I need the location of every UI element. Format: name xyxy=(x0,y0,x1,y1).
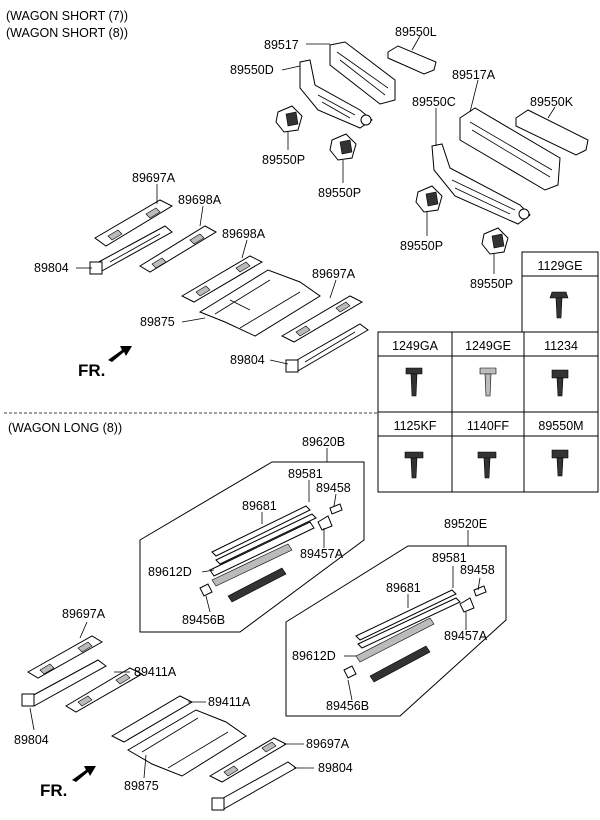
bolt-11234-icon xyxy=(551,369,569,397)
bolt-label-11234: 11234 xyxy=(544,339,578,353)
kit-89520E-parts xyxy=(343,585,487,683)
bracket-89517 xyxy=(299,41,396,129)
bolt-label-1249GA: 1249GA xyxy=(392,339,439,353)
label-89456B-1: 89456B xyxy=(182,613,225,627)
fr-label-bottom: FR. xyxy=(40,781,67,800)
label-89456B-2: 89456B xyxy=(326,699,369,713)
rail-89697A-a xyxy=(94,199,174,247)
bolt-89550M-icon xyxy=(551,449,569,477)
section-wagon-long-8: (WAGON LONG (8)) xyxy=(8,421,122,435)
label-89520E: 89520E xyxy=(444,517,487,531)
bolt-1125KF-icon xyxy=(404,451,424,479)
label-89804-4: 89804 xyxy=(318,761,353,775)
clip-89550P-a xyxy=(275,105,303,133)
label-89875-1: 89875 xyxy=(140,315,175,329)
label-89697A-2: 89697A xyxy=(312,267,356,281)
label-89550L: 89550L xyxy=(395,25,437,39)
kit-89620B-parts xyxy=(199,503,343,603)
label-89550D: 89550D xyxy=(230,63,274,77)
label-89550P-2: 89550P xyxy=(318,186,361,200)
rail-89698A-a xyxy=(139,225,218,273)
bolt-table xyxy=(377,251,599,493)
label-89612D-1: 89612D xyxy=(148,565,192,579)
label-89458-2: 89458 xyxy=(460,563,495,577)
label-89411A-1: 89411A xyxy=(134,665,177,679)
clip-89550P-c xyxy=(415,185,443,213)
label-89550C: 89550C xyxy=(412,95,456,109)
clip-89550P-b xyxy=(329,133,357,161)
top-leaders xyxy=(281,35,556,274)
bolt-1249GA-icon xyxy=(405,367,423,397)
label-89550K: 89550K xyxy=(530,95,574,109)
cover-89550K xyxy=(515,109,589,156)
bolt-label-1125KF: 1125KF xyxy=(394,419,437,433)
bolt-label-89550M: 89550M xyxy=(538,419,583,433)
rail-89804-a xyxy=(89,225,173,275)
label-89458-1: 89458 xyxy=(316,481,351,495)
bolt-1129GE-icon xyxy=(549,291,569,319)
rail-89697A-b xyxy=(280,295,364,343)
bolt-label-1129GE: 1129GE xyxy=(538,259,583,273)
bolt-1140FF-icon xyxy=(477,451,497,479)
label-89681-1: 89681 xyxy=(242,499,277,513)
label-89581-1: 89581 xyxy=(288,467,323,481)
label-89698A-1: 89698A xyxy=(178,193,222,207)
fr-arrow-top-icon xyxy=(108,346,132,362)
bottom-rails xyxy=(21,635,297,811)
rail-89804-b xyxy=(285,323,369,373)
section-wagon-short-7: (WAGON SHORT (7)) xyxy=(6,9,128,23)
label-89457A-2: 89457A xyxy=(444,629,488,643)
label-89550P-3: 89550P xyxy=(400,239,443,253)
label-89681-2: 89681 xyxy=(386,581,421,595)
rail-89698A-b xyxy=(180,255,264,303)
kit-box-89620B xyxy=(139,461,365,633)
bolt-label-1249GE: 1249GE xyxy=(465,339,511,353)
bracket-89517A xyxy=(431,107,561,225)
crossmember-89875-a xyxy=(198,269,321,337)
label-89550P-1: 89550P xyxy=(262,153,305,167)
section-wagon-short-8: (WAGON SHORT (8)) xyxy=(6,26,128,40)
label-89804-1: 89804 xyxy=(34,261,69,275)
label-89804-2: 89804 xyxy=(230,353,265,367)
label-89620B: 89620B xyxy=(302,435,345,449)
kit-box-89520E xyxy=(285,545,507,717)
label-89581-2: 89581 xyxy=(432,551,467,565)
bolt-label-1140FF: 1140FF xyxy=(467,419,510,433)
label-89411A-2: 89411A xyxy=(208,695,251,709)
fr-arrow-bottom-icon xyxy=(72,766,96,782)
clip-89550P-d xyxy=(481,227,509,255)
label-89550P-4: 89550P xyxy=(470,277,513,291)
label-89517A: 89517A xyxy=(452,68,496,82)
label-89697A-1: 89697A xyxy=(132,171,176,185)
label-89697A-3: 89697A xyxy=(62,607,106,621)
label-89875-2: 89875 xyxy=(124,779,159,793)
top-left-leaders xyxy=(76,184,337,365)
bolt-1249GE-icon xyxy=(479,367,497,397)
label-89698A-2: 89698A xyxy=(222,227,266,241)
bottom-leaders xyxy=(29,448,481,779)
label-89804-3: 89804 xyxy=(14,733,49,747)
label-89517: 89517 xyxy=(264,38,299,52)
label-89697A-4: 89697A xyxy=(306,737,350,751)
label-89457A-1: 89457A xyxy=(300,547,344,561)
label-89612D-2: 89612D xyxy=(292,649,336,663)
cover-89550L xyxy=(387,45,437,75)
fr-label-top: FR. xyxy=(78,361,105,380)
